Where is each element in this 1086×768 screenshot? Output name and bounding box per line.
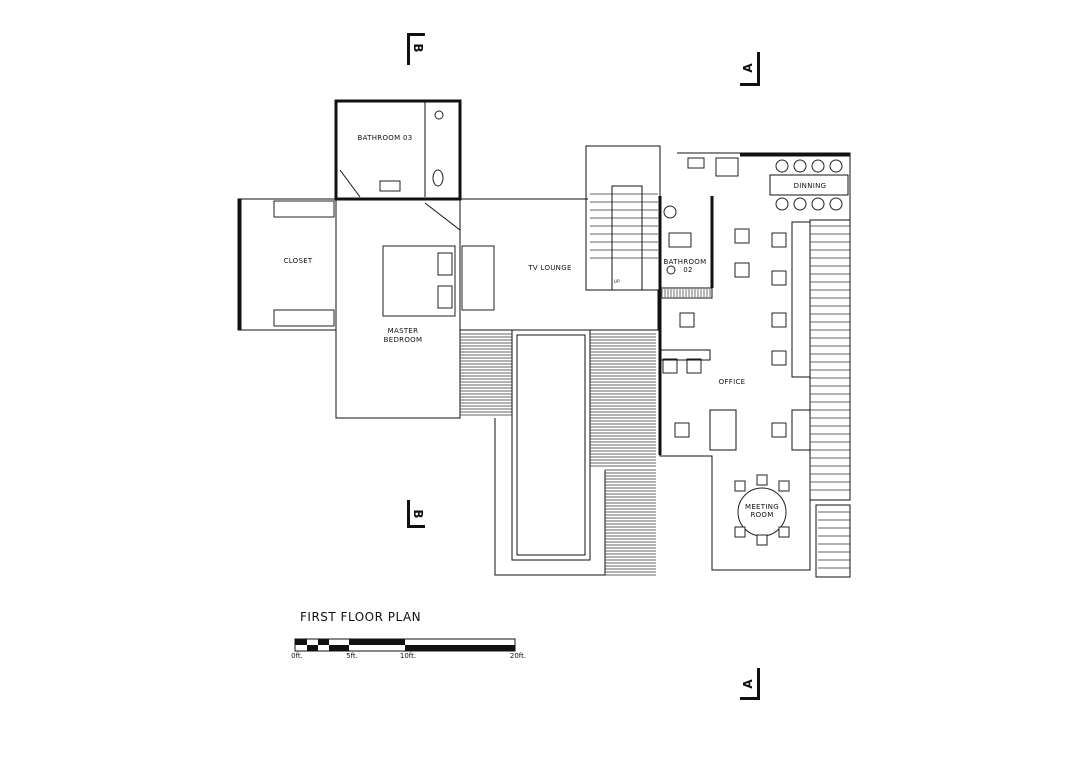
room-label-meeting-1: MEETING	[745, 503, 779, 511]
tv-lounge: TV LOUNGE	[424, 198, 659, 331]
stair-core: UP	[585, 145, 661, 291]
master-bedroom: MASTER BEDROOM	[335, 199, 495, 419]
office-chair	[771, 422, 787, 438]
room-label-office: OFFICE	[719, 378, 746, 386]
section-mark-a-bottom: A	[741, 679, 755, 689]
office-chair	[771, 270, 787, 286]
bathroom-03: BATHROOM 03	[334, 99, 462, 201]
office-chair	[734, 262, 750, 278]
scale-tick-5: 5ft.	[346, 652, 358, 660]
closet: CLOSET	[237, 198, 336, 331]
office-chair	[771, 312, 787, 328]
meeting-chair	[756, 534, 768, 546]
dining-stool	[793, 159, 807, 173]
office-chair	[734, 228, 750, 244]
room-label-bathroom-02-2: 02	[683, 266, 693, 274]
room-label-tv-lounge: TV LOUNGE	[527, 264, 571, 272]
office-chair	[686, 358, 702, 374]
dining-stool	[811, 197, 825, 211]
dining-stool	[775, 197, 789, 211]
dining-stool	[793, 197, 807, 211]
section-mark-b-bottom: B	[411, 509, 425, 518]
room-label-bathroom-02-1: BATHROOM	[664, 258, 707, 266]
meeting-chair	[734, 480, 746, 492]
room-label-master-2: BEDROOM	[384, 336, 423, 344]
meeting-chair	[778, 526, 790, 538]
scale-tick-20: 20ft.	[510, 652, 526, 660]
meeting-chair	[756, 474, 768, 486]
office-chair	[771, 232, 787, 248]
section-mark-b-top: B	[411, 43, 425, 52]
office-chair	[662, 358, 678, 374]
room-label-meeting-2: ROOM	[750, 511, 773, 519]
plan-title: FIRST FLOOR PLAN	[300, 610, 421, 624]
dining-stool	[829, 159, 843, 173]
room-label-dinning: DINNING	[794, 182, 827, 190]
room-label-bathroom-03: BATHROOM 03	[358, 134, 413, 142]
room-label-closet: CLOSET	[284, 257, 313, 265]
pool-and-deck	[460, 330, 656, 576]
section-markers: B B A A	[407, 33, 760, 700]
scale-tick-10: 10ft.	[400, 652, 416, 660]
office-chair	[679, 312, 695, 328]
scale-bar: 0ft. 5ft. 10ft. 20ft.	[291, 638, 526, 660]
office-chair	[674, 422, 690, 438]
dining-stool	[775, 159, 789, 173]
stair-up-label: UP	[614, 279, 620, 284]
room-label-master-1: MASTER	[388, 327, 419, 335]
meeting-chair	[778, 480, 790, 492]
section-mark-a-top: A	[741, 63, 755, 73]
dining-stool	[811, 159, 825, 173]
meeting-chair	[734, 526, 746, 538]
office-chair	[771, 350, 787, 366]
dining-stool	[829, 197, 843, 211]
right-block: BATHROOM 02 DINNING OFFICE MEETING ROOM	[658, 152, 851, 578]
scale-tick-0: 0ft.	[291, 652, 303, 660]
